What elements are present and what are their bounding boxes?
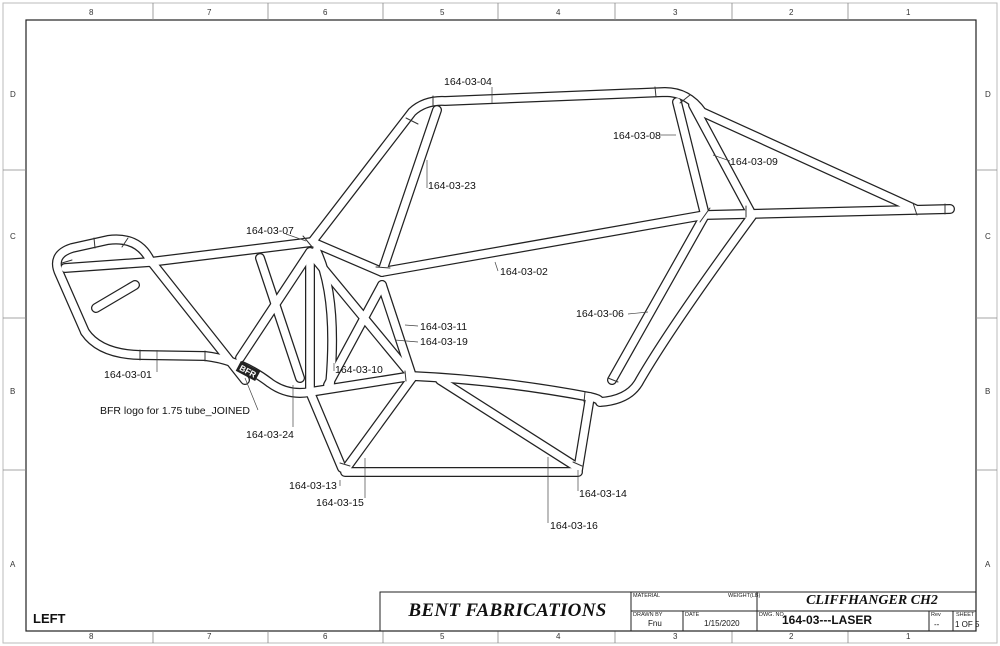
callout-164-03-10: 164-03-10 (335, 364, 383, 376)
zone-col-4-top: 4 (556, 8, 561, 17)
leader-lines (156, 87, 731, 523)
zone-col-3-top: 3 (673, 8, 678, 17)
zone-row-d-left: D (10, 90, 16, 99)
callout-164-03-24: 164-03-24 (246, 429, 294, 441)
view-label: LEFT (33, 611, 66, 626)
zone-col-1-bottom: 1 (906, 632, 911, 641)
callout-164-03-09: 164-03-09 (730, 156, 778, 168)
callout-164-03-11: 164-03-11 (420, 321, 468, 333)
weight-label: WEIGHT(LB) (728, 593, 761, 599)
bend-marks (61, 86, 946, 467)
zone-col-6-top: 6 (323, 8, 328, 17)
zone-ticks (3, 3, 997, 643)
callout-164-03-02: 164-03-02 (500, 266, 548, 278)
title-block (379, 591, 977, 632)
company-name: BENT FABRICATIONS (408, 600, 607, 621)
zone-row-a-left: A (10, 560, 16, 569)
drawn-by-value: Fnu (648, 619, 662, 628)
zone-row-a-right: A (985, 560, 991, 569)
zone-col-2-top: 2 (789, 8, 794, 17)
date-value: 1/15/2020 (704, 619, 740, 628)
zone-col-1-top: 1 (906, 8, 911, 17)
callout-164-03-19: 164-03-19 (420, 336, 468, 348)
zone-col-3-bottom: 3 (673, 632, 678, 641)
drawn-by-label: DRAWN BY (633, 612, 663, 618)
callout-164-03-08: 164-03-08 (613, 130, 661, 142)
zone-row-b-right: B (985, 387, 991, 396)
callout-164-03-15: 164-03-15 (316, 497, 364, 509)
date-label: DATE (685, 612, 700, 618)
callout-164-03-07: 164-03-07 (246, 225, 294, 237)
callout-164-03-04: 164-03-04 (444, 76, 492, 88)
tube-interiors (53, 88, 954, 476)
zone-row-d-right: D (985, 90, 991, 99)
callout-164-03-13: 164-03-13 (289, 480, 337, 492)
zone-col-2-bottom: 2 (789, 632, 794, 641)
material-label: MATERIAL (633, 593, 661, 599)
drawing-title: CLIFFHANGER CH2 (806, 593, 938, 608)
zone-col-7-bottom: 7 (207, 632, 212, 641)
callout-164-03-06: 164-03-06 (576, 308, 624, 320)
callout-164-03-01: 164-03-01 (104, 369, 152, 381)
callout-164-03-14: 164-03-14 (579, 488, 627, 500)
zone-col-5-bottom: 5 (440, 632, 445, 641)
callout-164-03-16: 164-03-16 (550, 520, 598, 532)
rev-label: Rev (931, 612, 941, 618)
dwg-no-label: DWG. NO. (759, 612, 786, 618)
rev-value: -- (934, 620, 940, 629)
drawing-border (25, 19, 977, 632)
callout-bfr-logo: BFR logo for 1.75 tube_JOINED (100, 405, 250, 417)
tube-164-03-02 (307, 204, 955, 277)
zone-col-5-top: 5 (440, 8, 445, 17)
zone-col-8-top: 8 (89, 8, 94, 17)
sheet-label: SHEET (956, 612, 975, 618)
zone-row-c-left: C (10, 232, 16, 241)
dwg-no-value: 164-03---LASER (782, 613, 873, 627)
zone-col-4-bottom: 4 (556, 632, 561, 641)
zone-col-8-bottom: 8 (89, 632, 94, 641)
zone-col-7-top: 7 (207, 8, 212, 17)
roll-cage-frame: BFR (52, 86, 955, 477)
sheet-value: 1 OF 5 (955, 620, 980, 629)
zone-row-b-left: B (10, 387, 16, 396)
zone-row-c-right: C (985, 232, 991, 241)
callout-164-03-23: 164-03-23 (428, 180, 476, 192)
zone-col-6-bottom: 6 (323, 632, 328, 641)
